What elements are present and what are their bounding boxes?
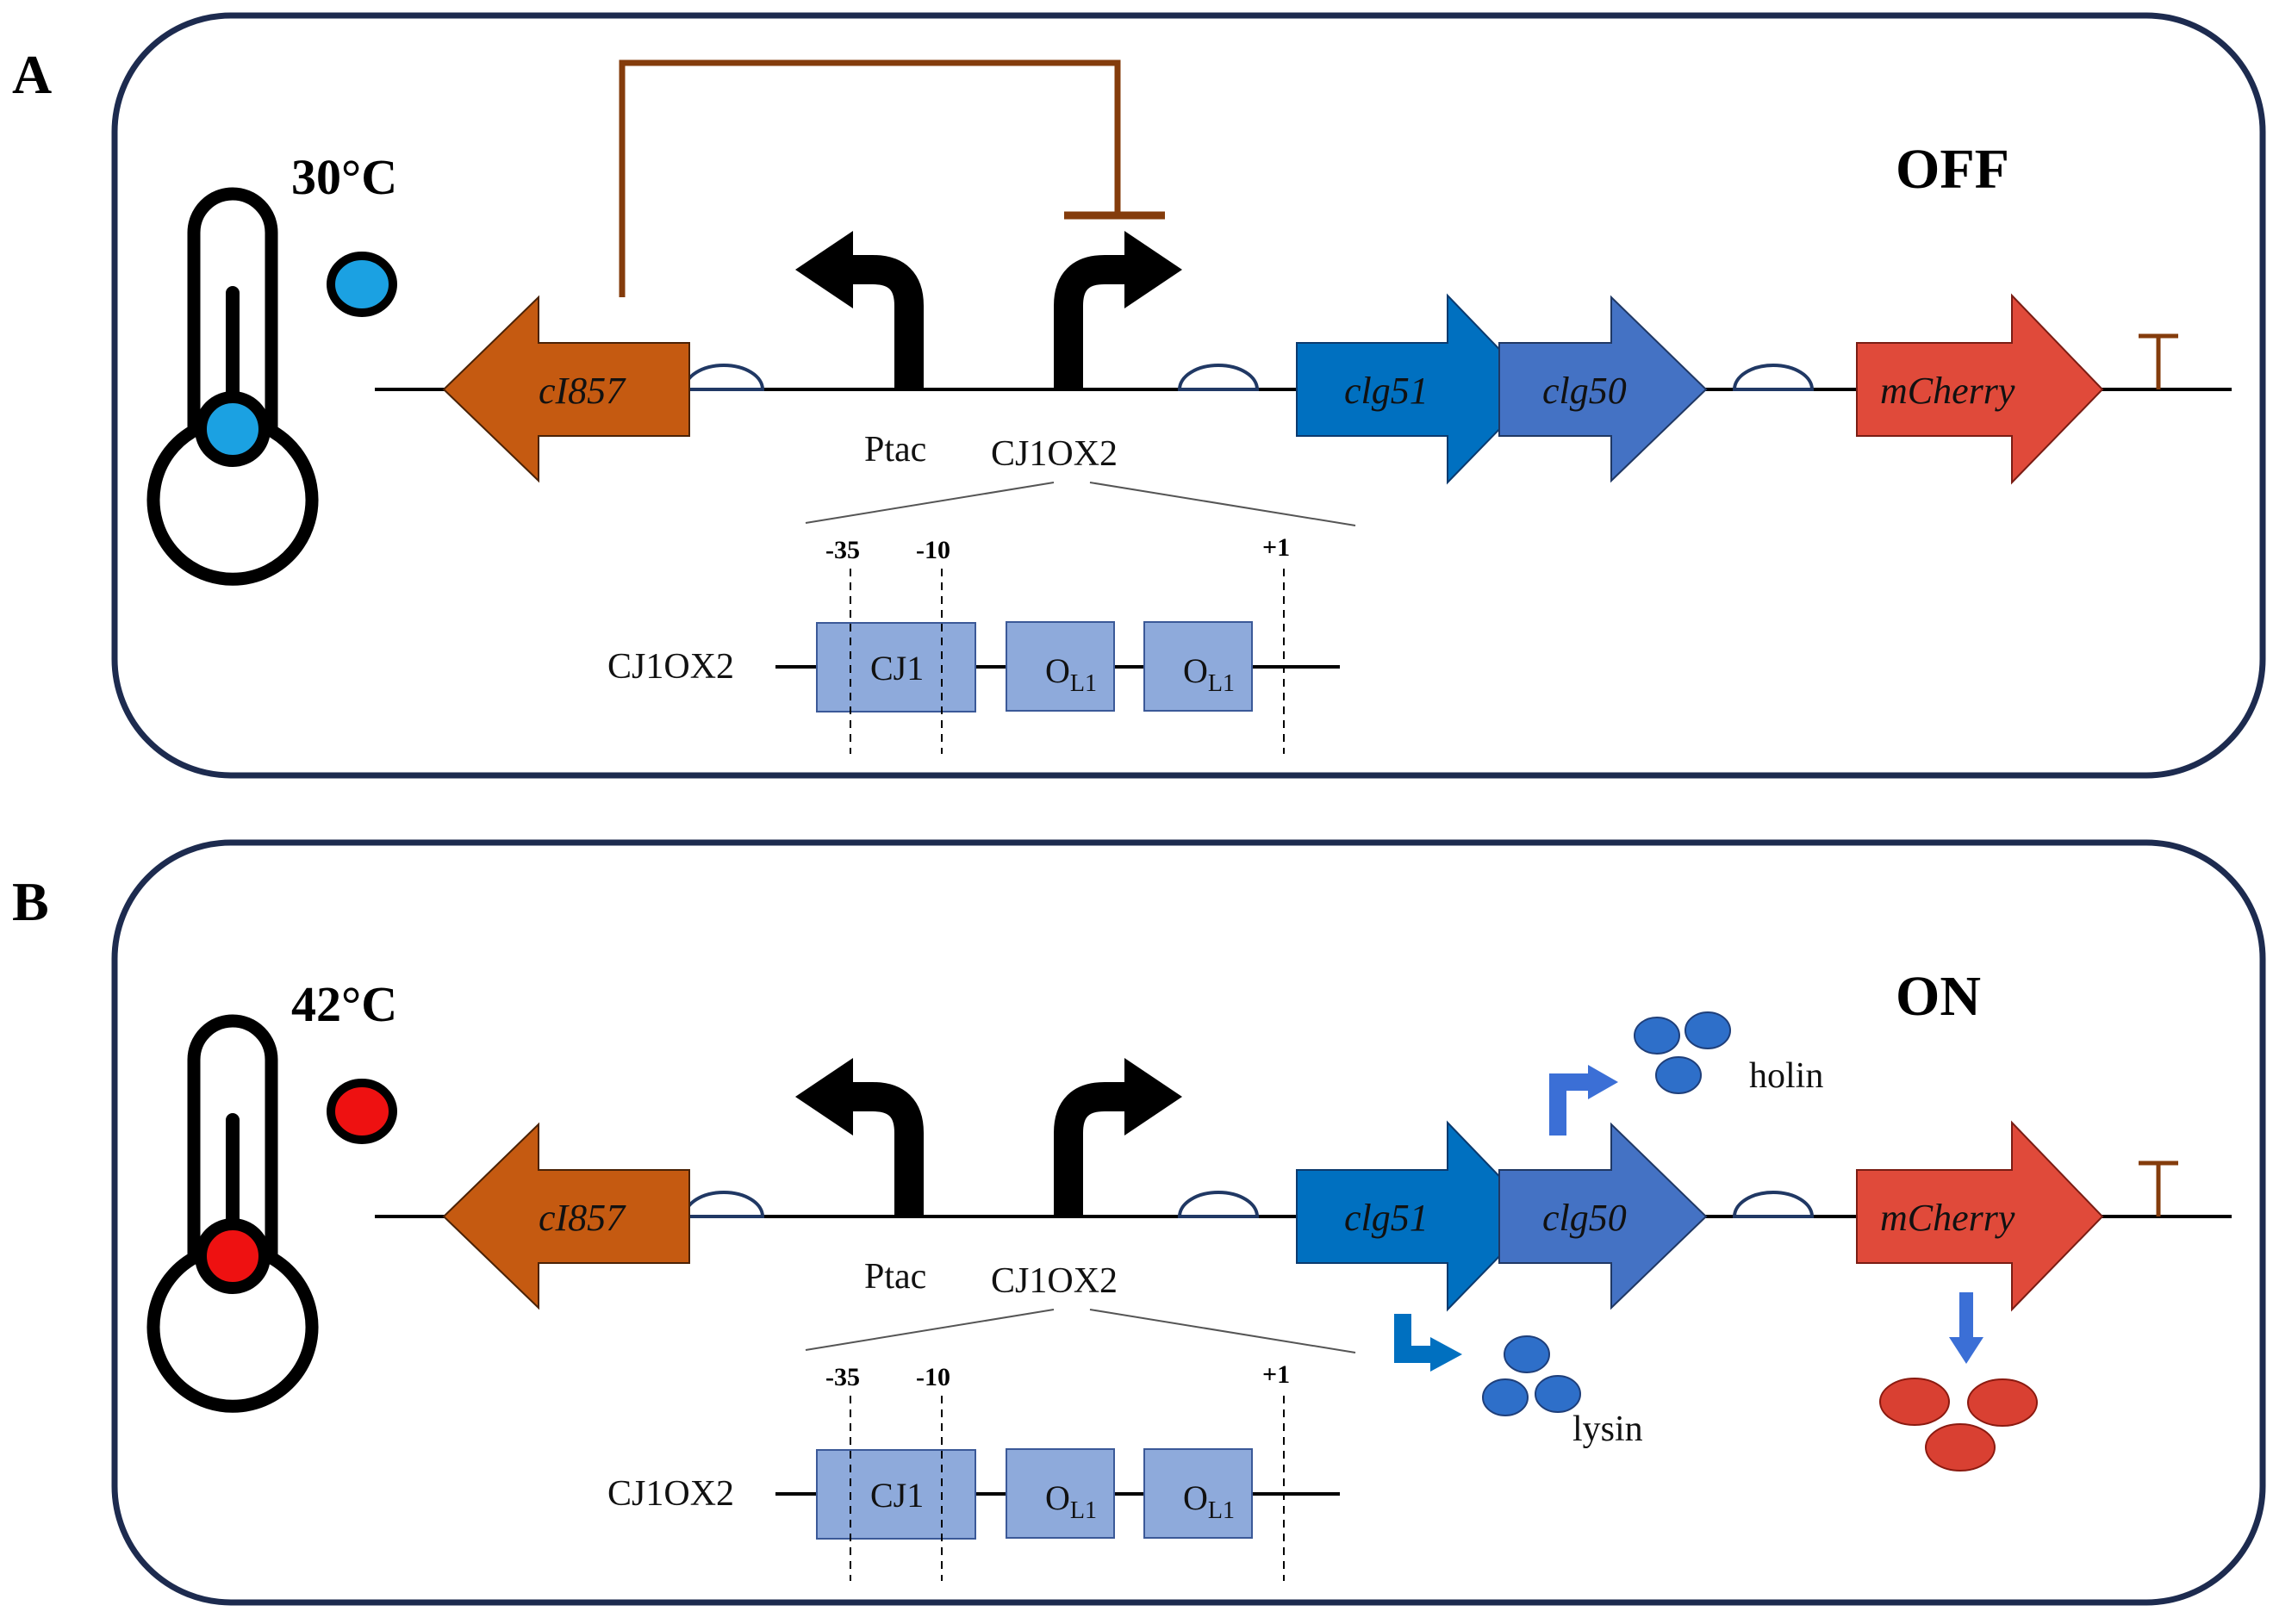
promoter-ptac-arrow xyxy=(849,1082,924,1216)
holin-label: holin xyxy=(1749,1056,1823,1096)
gene-mcherry-label: mCherry xyxy=(1880,370,2015,412)
panel-frame xyxy=(111,12,2266,779)
box-ol1 xyxy=(1143,621,1253,712)
mcherry-arrow-shaft xyxy=(1959,1292,1973,1340)
promoter-cj1ox2-arrow xyxy=(1054,1082,1127,1216)
gene-mcherry xyxy=(1856,1120,2104,1312)
position-minus10: -10 xyxy=(916,536,950,564)
expansion-line-left xyxy=(805,482,1055,524)
promoter-ptac-arrow xyxy=(849,255,924,389)
ribosome-binding-site xyxy=(1177,364,1260,391)
gene-clg51 xyxy=(1296,1120,1540,1312)
lysin-protein xyxy=(1535,1375,1581,1413)
temperature-label: 30°C xyxy=(291,149,397,205)
thermometer-bulb xyxy=(195,391,271,467)
gene-ci857 xyxy=(442,295,690,483)
holin-protein xyxy=(1655,1056,1702,1094)
gene-clg50-label: clg50 xyxy=(1542,1197,1627,1239)
promoter-ptac-label: Ptac xyxy=(864,430,926,470)
promoter-ptac-label: Ptac xyxy=(864,1257,926,1297)
box-ol1-subscript: L1 xyxy=(1208,1497,1235,1524)
thermometer-icon xyxy=(146,1014,319,1413)
temperature-indicator-dot xyxy=(327,1079,397,1144)
temperature-indicator-dot xyxy=(327,252,397,317)
box-cj1 xyxy=(816,1449,976,1540)
position-minus35: -35 xyxy=(825,536,860,564)
gene-clg51-label: clg51 xyxy=(1344,370,1429,412)
promoter-cj1ox2-arrowhead xyxy=(1124,1058,1182,1136)
mcherry-protein xyxy=(1925,1423,1996,1472)
gene-ci857-label: cI857 xyxy=(539,1197,626,1239)
promoter-ptac-arrowhead xyxy=(795,231,853,308)
gene-clg50 xyxy=(1498,1122,1708,1310)
holin-arrow xyxy=(1549,1073,1590,1136)
panel-letter: B xyxy=(12,871,49,932)
mcherry-protein xyxy=(1879,1378,1950,1426)
box-ol1 xyxy=(1143,1448,1253,1539)
ribosome-binding-site xyxy=(1177,1191,1260,1218)
ribosome-binding-site xyxy=(682,1191,765,1218)
promoter-cj1ox2-label: CJ1OX2 xyxy=(991,1261,1118,1301)
lysin-protein xyxy=(1504,1335,1550,1373)
holin-arrowhead xyxy=(1588,1065,1618,1099)
promoter-cj1ox2-label: CJ1OX2 xyxy=(991,434,1118,474)
box-cj1-label: CJ1 xyxy=(870,649,924,688)
promoter-cj1ox2-arrowhead xyxy=(1124,231,1182,308)
mcherry-protein xyxy=(1967,1378,2038,1427)
box-ol1 xyxy=(1006,1448,1115,1539)
box-ol1-subscript: L1 xyxy=(1208,670,1235,697)
gene-ci857 xyxy=(442,1122,690,1310)
box-ol1-subscript: L1 xyxy=(1070,1497,1097,1524)
expansion-line-right xyxy=(1089,1309,1356,1353)
gene-clg51-label: clg51 xyxy=(1344,1197,1429,1239)
temperature-label: 42°C xyxy=(291,976,397,1032)
thermometer-bulb xyxy=(195,1218,271,1294)
detail-row-label: CJ1OX2 xyxy=(607,647,734,687)
state-label: ON xyxy=(1896,965,1981,1028)
repression-line xyxy=(619,59,1121,297)
expansion-line-right xyxy=(1089,482,1356,526)
thermometer-icon xyxy=(146,187,319,586)
position-plus1: +1 xyxy=(1262,533,1290,562)
holin-protein xyxy=(1634,1017,1680,1055)
position-minus10: -10 xyxy=(916,1363,950,1391)
lysin-arrowhead xyxy=(1430,1337,1462,1372)
lysin-protein xyxy=(1482,1378,1529,1416)
detail-row-label: CJ1OX2 xyxy=(607,1474,734,1514)
gene-mcherry xyxy=(1856,293,2104,485)
gene-ci857-label: cI857 xyxy=(539,370,626,412)
holin-protein xyxy=(1685,1011,1731,1049)
mcherry-arrowhead xyxy=(1949,1337,1983,1364)
expansion-line-left xyxy=(805,1309,1055,1351)
box-ol1-subscript: L1 xyxy=(1070,670,1097,697)
promoter-ptac-arrowhead xyxy=(795,1058,853,1136)
position-plus1: +1 xyxy=(1262,1360,1290,1389)
gene-clg50-label: clg50 xyxy=(1542,370,1627,412)
panel-frame xyxy=(111,839,2266,1606)
gene-clg50 xyxy=(1498,295,1708,483)
ribosome-binding-site xyxy=(682,364,765,391)
box-cj1 xyxy=(816,622,976,712)
lysin-arrow xyxy=(1394,1314,1430,1363)
state-label: OFF xyxy=(1896,138,2009,201)
promoter-cj1ox2-arrow xyxy=(1054,255,1127,389)
box-cj1-label: CJ1 xyxy=(870,1476,924,1515)
panel-letter: A xyxy=(12,44,52,105)
box-ol1 xyxy=(1006,621,1115,712)
position-minus35: -35 xyxy=(825,1363,860,1391)
lysin-label: lysin xyxy=(1572,1409,1643,1449)
gene-clg51 xyxy=(1296,293,1540,485)
gene-mcherry-label: mCherry xyxy=(1880,1197,2015,1239)
ribosome-binding-site xyxy=(1732,1191,1815,1218)
ribosome-binding-site xyxy=(1732,364,1815,391)
